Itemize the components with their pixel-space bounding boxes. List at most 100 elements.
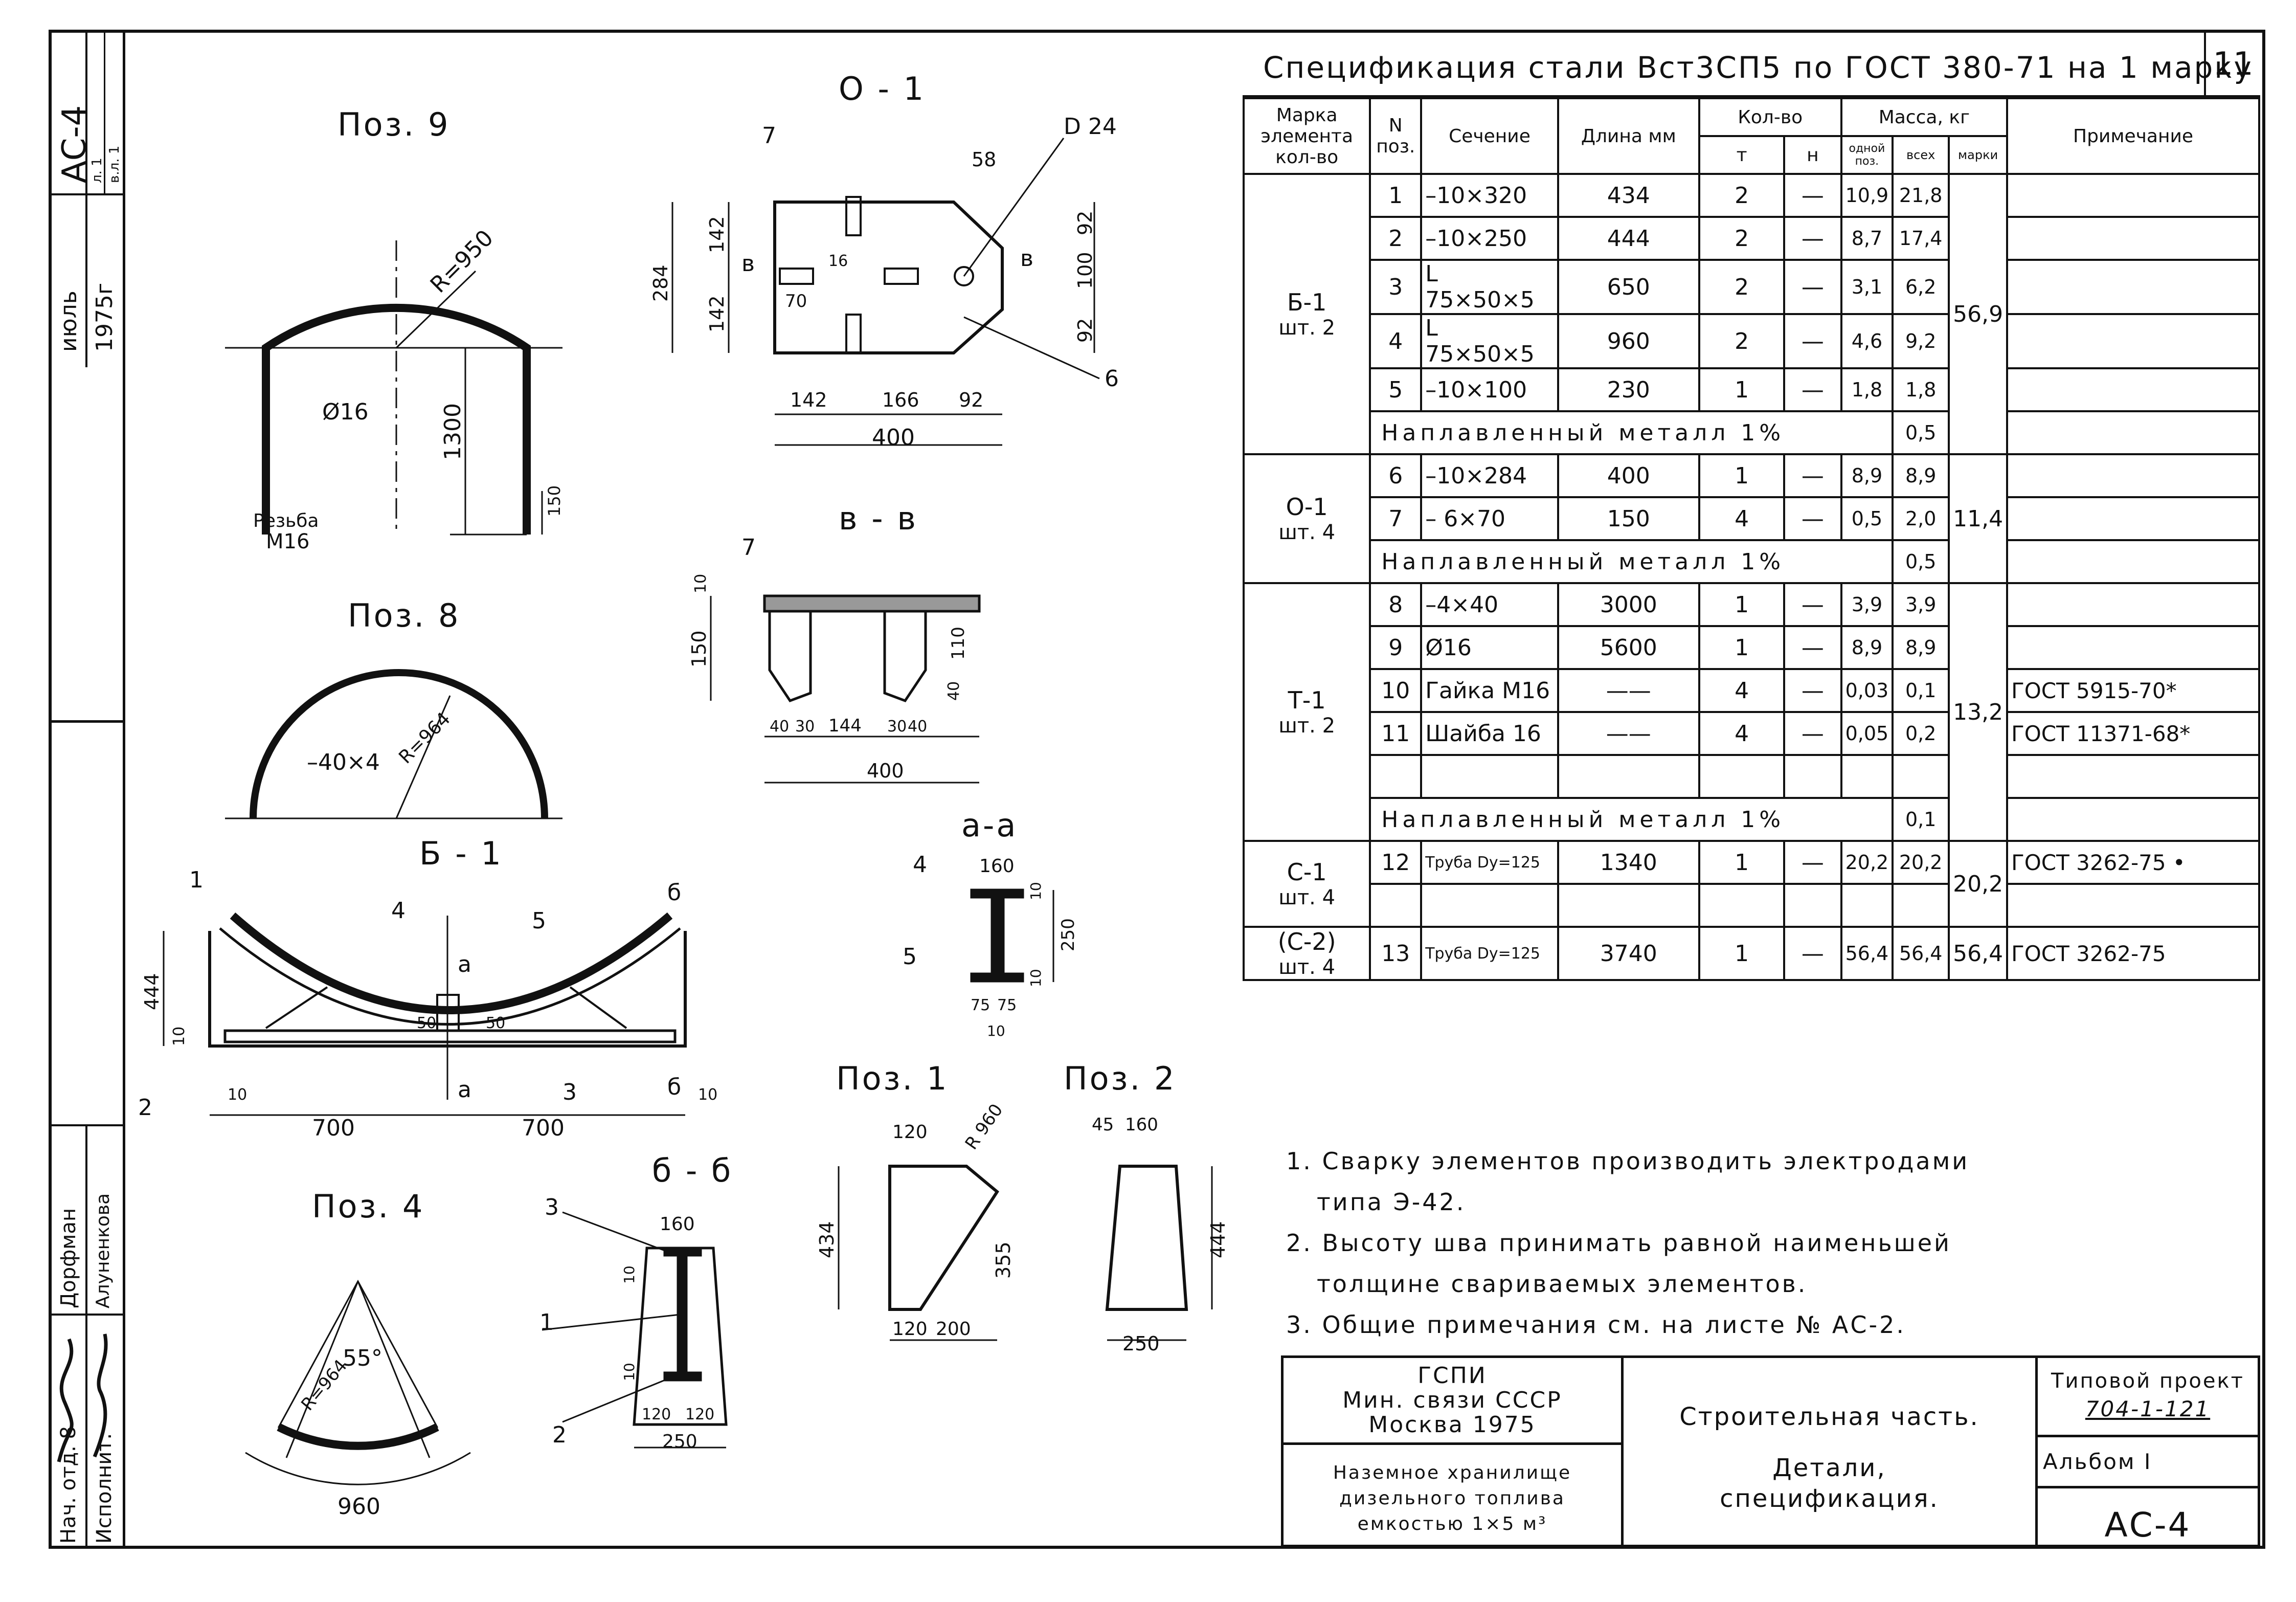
spec-mass-one: 3,9: [1840, 582, 1894, 627]
tb-part: Строительная часть. Детали, спецификация…: [1621, 1355, 2038, 1547]
spec-mark: Т-1: [1288, 686, 1326, 714]
hdr-qty-n: н: [1783, 135, 1842, 175]
o1-d70: 70: [785, 291, 807, 312]
b1-sec-b-bot: б: [667, 1074, 681, 1100]
spec-mass-one: 20,2: [1840, 840, 1894, 885]
spec-pos: 3: [1369, 259, 1423, 315]
spec-mark: О-1: [1286, 493, 1328, 521]
o1-d58: 58: [972, 148, 996, 171]
tb-proj-no: 704-1-121: [2085, 1396, 2211, 1421]
aa-d75b: 75: [997, 996, 1017, 1014]
poz9-height: 1300: [440, 403, 466, 460]
aa-d10b: 10: [1027, 969, 1044, 987]
o1-ref6: 6: [1105, 366, 1119, 392]
o1-sec-right: в: [1020, 246, 1033, 272]
b1-ref4: 4: [391, 898, 406, 924]
vv-b30a: 30: [795, 718, 815, 736]
spec-length: 444: [1557, 216, 1700, 261]
side-stamp: АС-4 л. 1 в.л. 1 июль 1975г Дорфман Алун…: [49, 30, 125, 1549]
spec-empty-cell: [1892, 754, 1950, 799]
aa-ref4: 4: [913, 852, 927, 878]
spec-mass-all: 21,8: [1892, 173, 1950, 218]
vv-b30b: 30: [887, 718, 907, 736]
o1-d142b: 142: [706, 295, 728, 332]
spec-mass-all: 20,2: [1892, 840, 1950, 885]
spec-note: ГОСТ 3262-75: [2006, 926, 2260, 981]
spec-section: –4×40: [1420, 582, 1559, 627]
spec-pos: 6: [1369, 453, 1423, 498]
b1-ref5: 5: [532, 908, 546, 934]
spec-mass-one: 10,9: [1840, 173, 1894, 218]
spec-length: 1340: [1557, 840, 1700, 885]
vv-d40: 40: [945, 681, 963, 701]
poz4-caption: Поз. 4: [312, 1188, 424, 1225]
spec-mass-all: 3,9: [1892, 582, 1950, 627]
aa-ref5: 5: [903, 944, 917, 970]
vv-top-plate: [763, 594, 981, 613]
spec-mark: Б-1: [1287, 288, 1327, 316]
spec-qty-n: —: [1783, 625, 1842, 670]
o1-b400: 400: [872, 425, 915, 451]
spec-mass-all: 2,0: [1892, 496, 1950, 541]
spec-mass-all: 0,1: [1892, 668, 1950, 713]
vv-b400: 400: [867, 760, 904, 782]
spec-section: Труба Dу=125: [1420, 840, 1559, 885]
spec-qty-n: —: [1783, 173, 1842, 218]
side-stamp-top: АС-4 л. 1 в.л. 1 июль 1975г: [49, 30, 123, 367]
spec-pos: 5: [1369, 367, 1423, 412]
spec-mass-mark: 13,2: [1948, 582, 2009, 842]
poz2-plate: [1105, 1165, 1188, 1311]
spec-mass-one: 8,9: [1840, 625, 1894, 670]
spec-pos: 8: [1369, 582, 1423, 627]
spec-qty-n: —: [1783, 926, 1842, 981]
spec-pos: 11: [1369, 711, 1423, 756]
spec-empty-cell: [1369, 754, 1423, 799]
notes: 1. Сварку элементов производить электрод…: [1286, 1141, 1969, 1345]
aa-d250: 250: [1058, 918, 1078, 951]
note-line: толщине свариваемых элементов.: [1317, 1270, 1808, 1298]
b1-ref1: 1: [189, 867, 204, 893]
tb-part3: спецификация.: [1720, 1484, 1939, 1513]
poz9-caption: Поз. 9: [337, 106, 450, 143]
spec-mass-mark: 11,4: [1948, 453, 2009, 584]
o1-caption: О - 1: [839, 70, 926, 107]
hdr-mass: Масса, кг: [1840, 97, 2009, 137]
hdr-mark: Марка элемента кол-во: [1242, 97, 1371, 175]
spec-section: –10×320: [1420, 173, 1559, 218]
spec-section: Гайка М16: [1420, 668, 1559, 713]
spec-qty-n: —: [1783, 711, 1842, 756]
poz1-b120: 120: [892, 1319, 928, 1340]
spec-empty-cell: [1557, 883, 1700, 928]
poz1-b200: 200: [936, 1319, 971, 1340]
spec-empty-cell: [1840, 754, 1894, 799]
spec-mass-all: 6,2: [1892, 259, 1950, 315]
spec-mass-all: 1,8: [1892, 367, 1950, 412]
note-line: 2. Высоту шва принимать равной наименьше…: [1286, 1229, 1951, 1257]
poz1-plate: [888, 1165, 999, 1311]
spec-mark: С-1: [1287, 858, 1327, 886]
aa-d10a: 10: [1027, 882, 1044, 900]
spec-qty-t: 1: [1698, 582, 1786, 627]
bb-d250: 250: [662, 1431, 697, 1452]
o1-d284: 284: [649, 264, 672, 302]
tb-project: Типовой проект 704-1-121 Альбом I АС-4: [2035, 1355, 2260, 1547]
spec-mark-cell: (С-2)шт. 4: [1242, 926, 1371, 981]
bb-ref1: 1: [539, 1309, 554, 1336]
poz2-d444: 444: [1207, 1221, 1229, 1258]
poz1-d355: 355: [992, 1241, 1015, 1279]
spec-length: 3000: [1557, 582, 1700, 627]
spec-mass-one: 1,8: [1840, 367, 1894, 412]
spec-section: Труба Dу=125: [1420, 926, 1559, 981]
bb-d120a: 120: [642, 1406, 671, 1423]
spec-note: [2006, 216, 2260, 261]
o1-d92b: 92: [1074, 318, 1096, 343]
b1-d50b: 50: [486, 1014, 505, 1032]
spec-pos: 10: [1369, 668, 1423, 713]
aa-d10c: 10: [987, 1022, 1005, 1039]
spec-mass-all: 8,9: [1892, 453, 1950, 498]
